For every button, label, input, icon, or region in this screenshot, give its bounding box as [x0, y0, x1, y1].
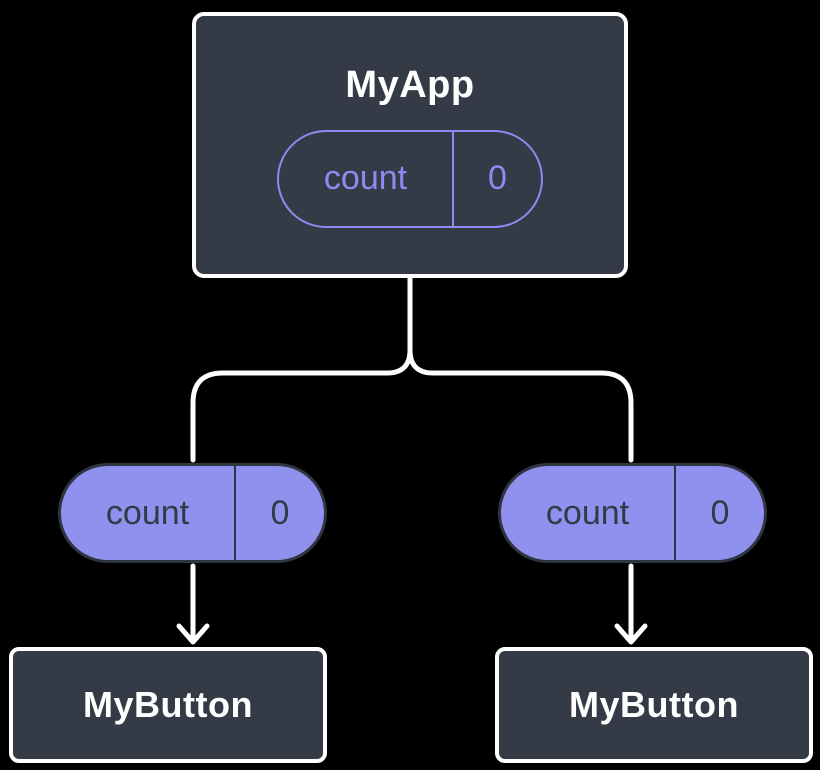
mybutton-node-left: MyButton [9, 647, 327, 763]
mybutton-right-title: MyButton [569, 684, 739, 725]
prop-pill-left: count 0 [58, 463, 327, 563]
branch-line-left [190, 276, 413, 463]
arrow-left [176, 563, 210, 645]
prop-pill-left-label: count [61, 466, 236, 560]
prop-pill-right: count 0 [498, 463, 767, 563]
mybutton-node-right: MyButton [495, 647, 813, 763]
state-pill-label: count [279, 131, 454, 226]
arrow-right [614, 563, 648, 645]
prop-pill-right-label: count [501, 466, 676, 560]
prop-pill-right-value: 0 [710, 493, 730, 532]
branch-line-right [407, 276, 634, 463]
myapp-state-pill: count 0 [277, 129, 543, 228]
prop-pill-left-value: 0 [270, 493, 290, 532]
myapp-node: MyApp count 0 [192, 12, 628, 278]
state-pill-value: 0 [488, 159, 507, 197]
myapp-title: MyApp [345, 63, 475, 106]
mybutton-left-title: MyButton [83, 684, 253, 725]
